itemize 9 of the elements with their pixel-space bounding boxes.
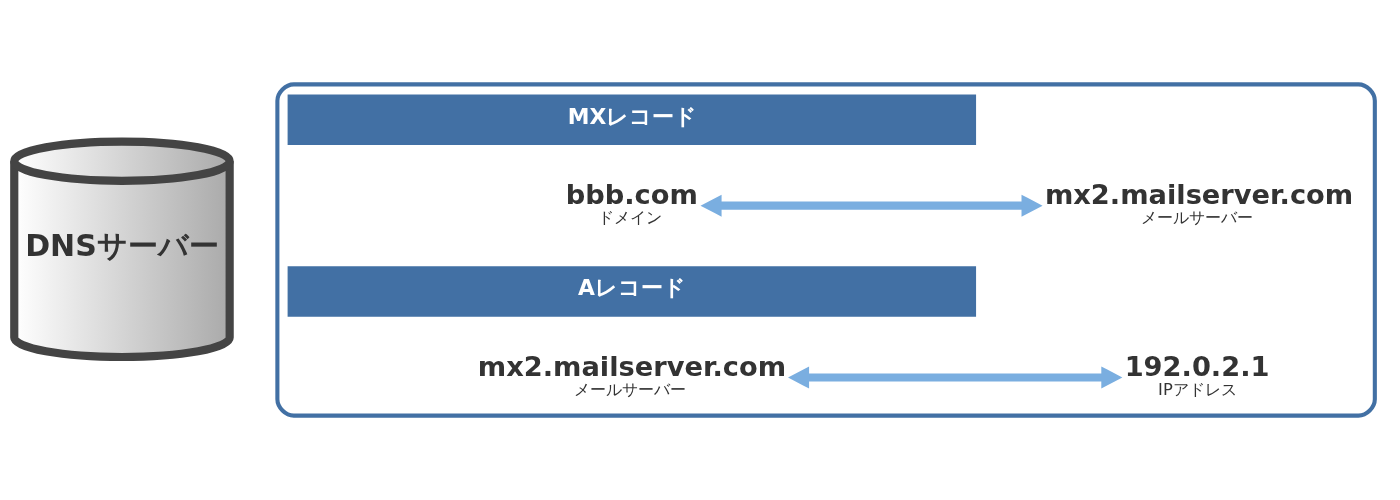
node-box: Aレコード	[287, 266, 977, 317]
node-text: 192.0.2.1 IPアドレス	[1124, 351, 1270, 399]
arrow	[700, 194, 1043, 217]
node-text: mx2.mailserver.com メールサーバー	[477, 351, 787, 399]
node-text: mx2.mailserver.com メールサーバー	[1044, 179, 1354, 227]
node-text: bbb.com ドメイン	[565, 179, 698, 227]
cluster	[275, 82, 1377, 418]
node-box: MXレコード	[287, 94, 977, 145]
arrow	[788, 366, 1123, 389]
